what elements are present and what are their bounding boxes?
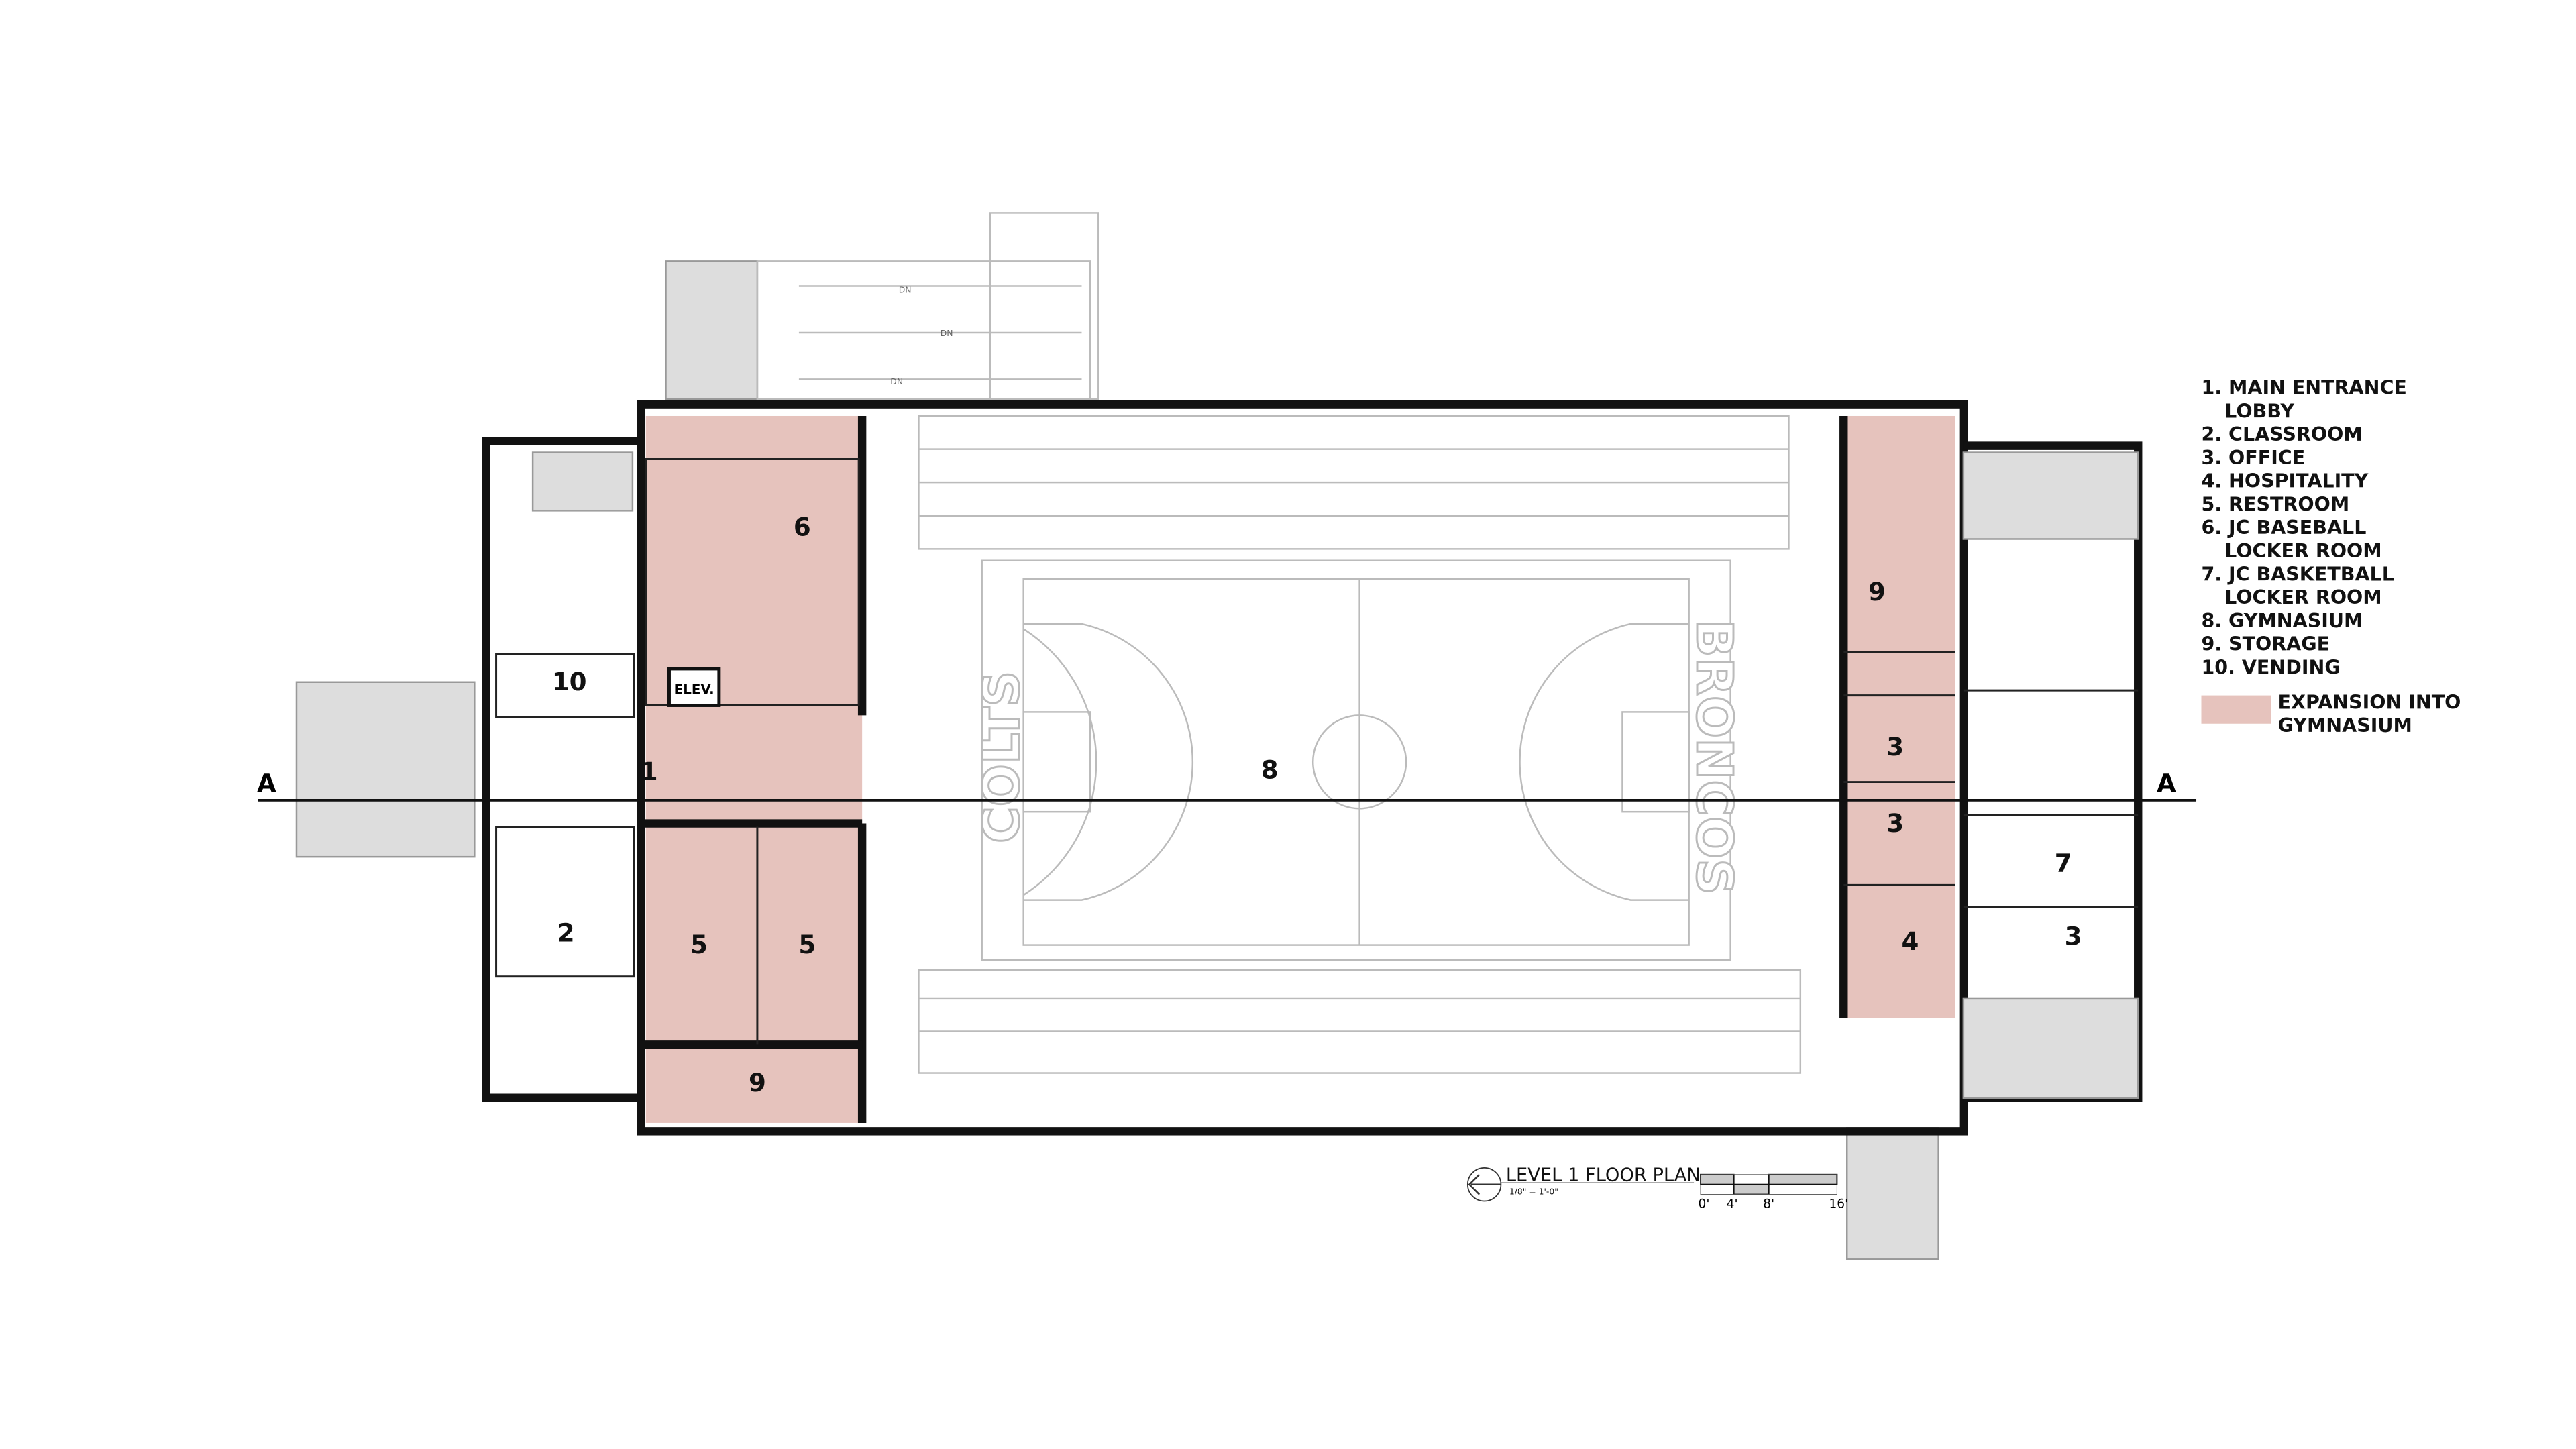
- legend-item: 1. MAIN ENTRANCE: [2201, 377, 2406, 399]
- legend-item: 2. CLASSROOM: [2201, 423, 2362, 445]
- court-text-colts: COLTS: [972, 671, 1030, 843]
- scale-label: 0': [1699, 1197, 1710, 1211]
- room-10: 10: [552, 667, 587, 696]
- expansion-area-right: [1843, 415, 1955, 1018]
- basketball-court: [981, 559, 1731, 961]
- legend-expansion-label: EXPANSION INTO: [2278, 691, 2461, 713]
- building-walls: [482, 400, 2143, 1136]
- svg-text:DN: DN: [890, 376, 903, 386]
- south-stairs: [1846, 1127, 1939, 1260]
- legend-item: 3. OFFICE: [2201, 447, 2305, 469]
- room-6: 6: [794, 513, 811, 542]
- section-marker-right: A: [2157, 768, 2176, 798]
- bleachers: [918, 415, 1802, 1074]
- room-3: 3: [1886, 732, 1904, 761]
- scale-label: 8': [1763, 1197, 1774, 1211]
- north-stairs-ramps: DN DN DN: [665, 212, 1099, 400]
- room-9: 9: [749, 1068, 766, 1097]
- room-4: 4: [1902, 926, 1919, 956]
- scale-label: 16': [1829, 1197, 1848, 1211]
- west-entrance-stairs: [295, 681, 476, 858]
- legend-item: 6. JC BASEBALL: [2201, 517, 2366, 539]
- plan-title: LEVEL 1 FLOOR PLAN: [1506, 1165, 1701, 1186]
- legend-item: LOBBY: [2224, 400, 2294, 422]
- room-3: 3: [2065, 922, 2082, 951]
- court-text-broncos: BRONCOS: [1685, 619, 1743, 895]
- legend-item: 10. VENDING: [2201, 656, 2340, 678]
- scale-label: 4': [1727, 1197, 1738, 1211]
- legend: 1. MAIN ENTRANCE LOBBY 2. CLASSROOM 3. O…: [2201, 377, 2461, 737]
- room-8: 8: [1261, 755, 1279, 785]
- room-2: 2: [557, 918, 575, 948]
- elevator: [667, 667, 721, 707]
- room-9: 9: [1868, 577, 1886, 606]
- room-5: 5: [690, 930, 708, 959]
- legend-item: 5. RESTROOM: [2201, 493, 2349, 515]
- elevator-label: ELEV.: [674, 682, 714, 697]
- svg-text:DN: DN: [941, 328, 953, 338]
- scale-bar: [1700, 1173, 1838, 1195]
- svg-text:DN: DN: [899, 284, 912, 294]
- title-block: LEVEL 1 FLOOR PLAN 1/8" = 1'-0" 0' 4' 8'…: [1466, 1165, 1848, 1211]
- legend-expansion-label: GYMNASIUM: [2278, 714, 2412, 737]
- room-5: 5: [798, 930, 816, 959]
- legend-swatch-expansion: [2201, 695, 2271, 724]
- legend-item: 7. JC BASKETBALL: [2201, 563, 2394, 585]
- room-7: 7: [2055, 848, 2072, 877]
- legend-item: LOCKER ROOM: [2224, 586, 2381, 608]
- legend-item: 8. GYMNASIUM: [2201, 610, 2363, 632]
- legend-item: 4. HOSPITALITY: [2201, 470, 2368, 492]
- section-marker-left: A: [257, 768, 276, 798]
- room-3: 3: [1886, 808, 1904, 838]
- legend-item: LOCKER ROOM: [2224, 540, 2381, 562]
- room-1: 1: [641, 757, 658, 786]
- legend-item: 9. STORAGE: [2201, 633, 2330, 655]
- plan-scale: 1/8" = 1'-0": [1509, 1187, 1558, 1197]
- expansion-area-left: [645, 415, 863, 1123]
